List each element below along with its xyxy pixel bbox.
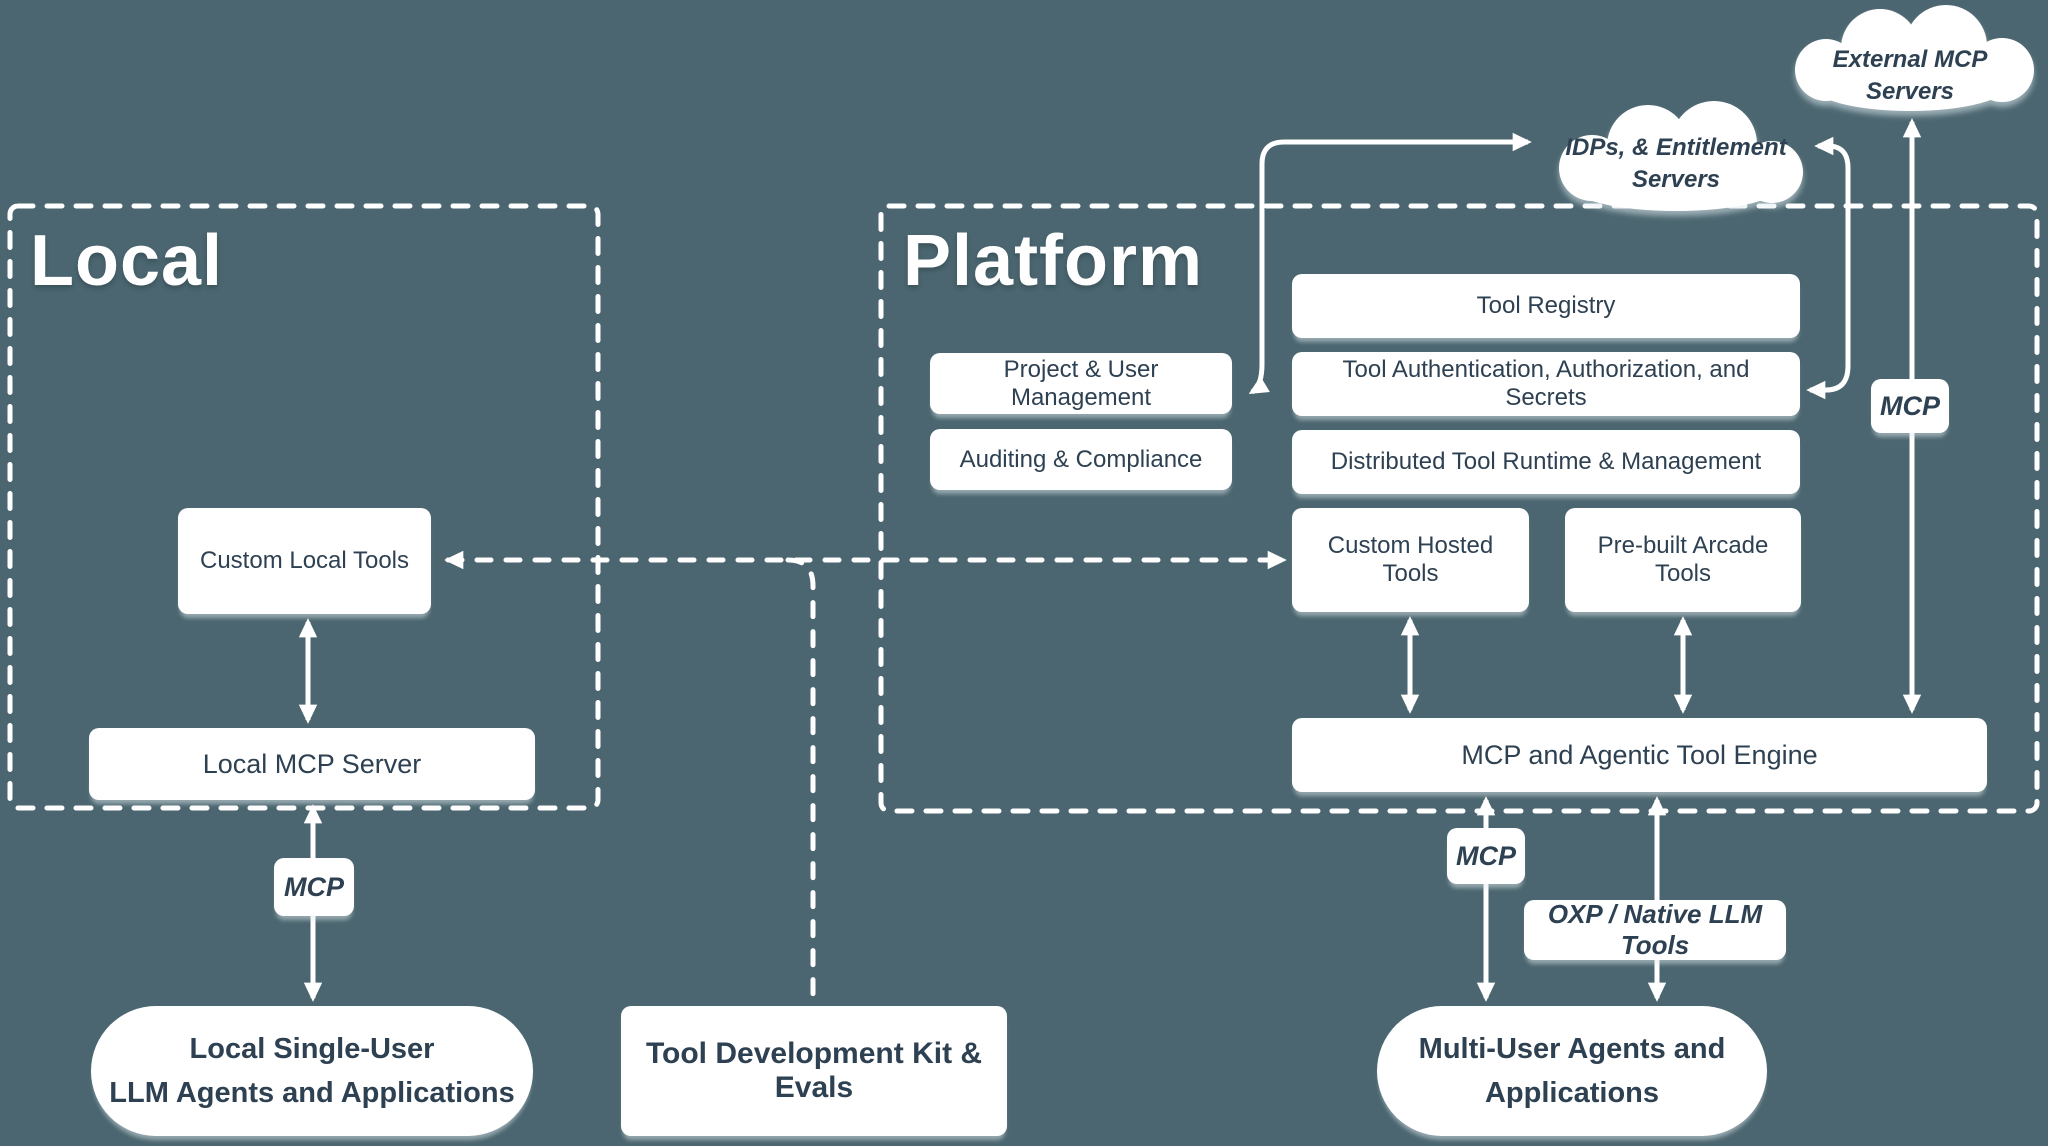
idps-cloud-label-line1: IDPs, & Entitlement	[1565, 134, 1787, 161]
local-section-title: Local	[30, 221, 224, 301]
prebuilt-arcade-tools-box: Pre-built Arcade Tools	[1565, 508, 1801, 612]
local-agents-pill-line2: LLM Agents and Applications	[109, 1077, 515, 1109]
idps-cloud-label-line2: Servers	[1631, 166, 1721, 193]
tool-development-kit-box: Tool Development Kit & Evals	[621, 1006, 1007, 1136]
idps-cloud-label: IDPs, & Entitlement Servers	[1550, 132, 1802, 196]
local-agents-pill: Local Single-User LLM Agents and Applica…	[91, 1006, 533, 1136]
external-mcp-cloud-label: External MCP Servers	[1832, 46, 1988, 105]
auditing-compliance-box: Auditing & Compliance	[930, 429, 1232, 490]
tool-registry-box: Tool Registry	[1292, 274, 1800, 338]
platform-section-title: Platform	[903, 221, 1204, 301]
mcp-engine-box: MCP and Agentic Tool Engine	[1292, 718, 1987, 792]
multi-user-agents-pill-line2: Applications	[1484, 1077, 1659, 1109]
idps-cloud	[1559, 101, 1803, 211]
arrow-tool-auth-to-idps	[1806, 136, 1851, 400]
mcp-tag-platform-bottom: MCP	[1447, 828, 1525, 884]
external-mcp-cloud	[1795, 5, 2034, 111]
dashed-arrows	[444, 550, 1287, 1001]
local-mcp-server-box: Local MCP Server	[89, 728, 535, 800]
distributed-runtime-box: Distributed Tool Runtime & Management	[1292, 430, 1800, 494]
multi-user-agents-pill: Multi-User Agents and Applications	[1377, 1006, 1767, 1136]
mcp-tag-platform-top: MCP	[1871, 379, 1949, 433]
arrow-project-user-to-idps	[1248, 132, 1532, 395]
mcp-tag-local: MCP	[274, 858, 354, 916]
platform-container-border	[878, 203, 2040, 814]
oxp-native-llm-tools-tag: OXP / Native LLM Tools	[1524, 899, 1786, 960]
multi-user-agents-pill-line1: Multi-User Agents and	[1418, 1033, 1726, 1065]
tool-auth-box: Tool Authentication, Authorization, and …	[1292, 352, 1800, 416]
custom-hosted-tools-box: Custom Hosted Tools	[1292, 508, 1529, 612]
line-tdk-branch-dashed	[785, 557, 816, 1001]
project-user-box: Project & User Management	[930, 353, 1232, 414]
custom-local-tools-box: Custom Local Tools	[178, 508, 431, 614]
local-container-border	[7, 203, 601, 811]
local-agents-pill-line1: Local Single-User	[189, 1033, 435, 1065]
